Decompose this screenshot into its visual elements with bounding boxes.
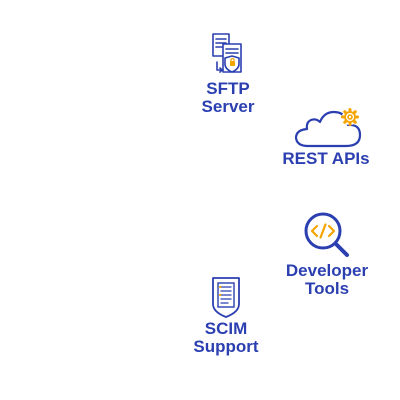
cloud-gear-icon <box>294 108 362 148</box>
feature-rest-label: REST APIs <box>282 150 369 168</box>
feature-scim-support: SCIM Support <box>186 274 266 356</box>
feature-scim-label: SCIM Support <box>193 320 258 356</box>
feature-dev-line-1: Developer <box>285 261 369 280</box>
feature-scim-line-2: Support <box>193 337 259 356</box>
feature-sftp-label: SFTP Server <box>202 80 255 116</box>
feature-rest-line-1: REST APIs <box>282 149 370 168</box>
feature-scim-line-1: SCIM <box>204 319 248 338</box>
feature-sftp-line-1: SFTP <box>206 79 250 98</box>
feature-developer-tools: Developer Tools <box>280 208 374 298</box>
feature-dev-label: Developer Tools <box>286 262 368 298</box>
magnifier-code-icon <box>304 212 349 257</box>
scim-document-icon <box>212 277 240 318</box>
feature-rest-apis: REST APIs <box>276 104 376 168</box>
feature-dev-line-2: Tools <box>304 279 350 298</box>
sftp-server-icon <box>212 33 242 73</box>
feature-sftp-line-2: Server <box>201 97 255 116</box>
feature-sftp-server: SFTP Server <box>196 32 260 116</box>
